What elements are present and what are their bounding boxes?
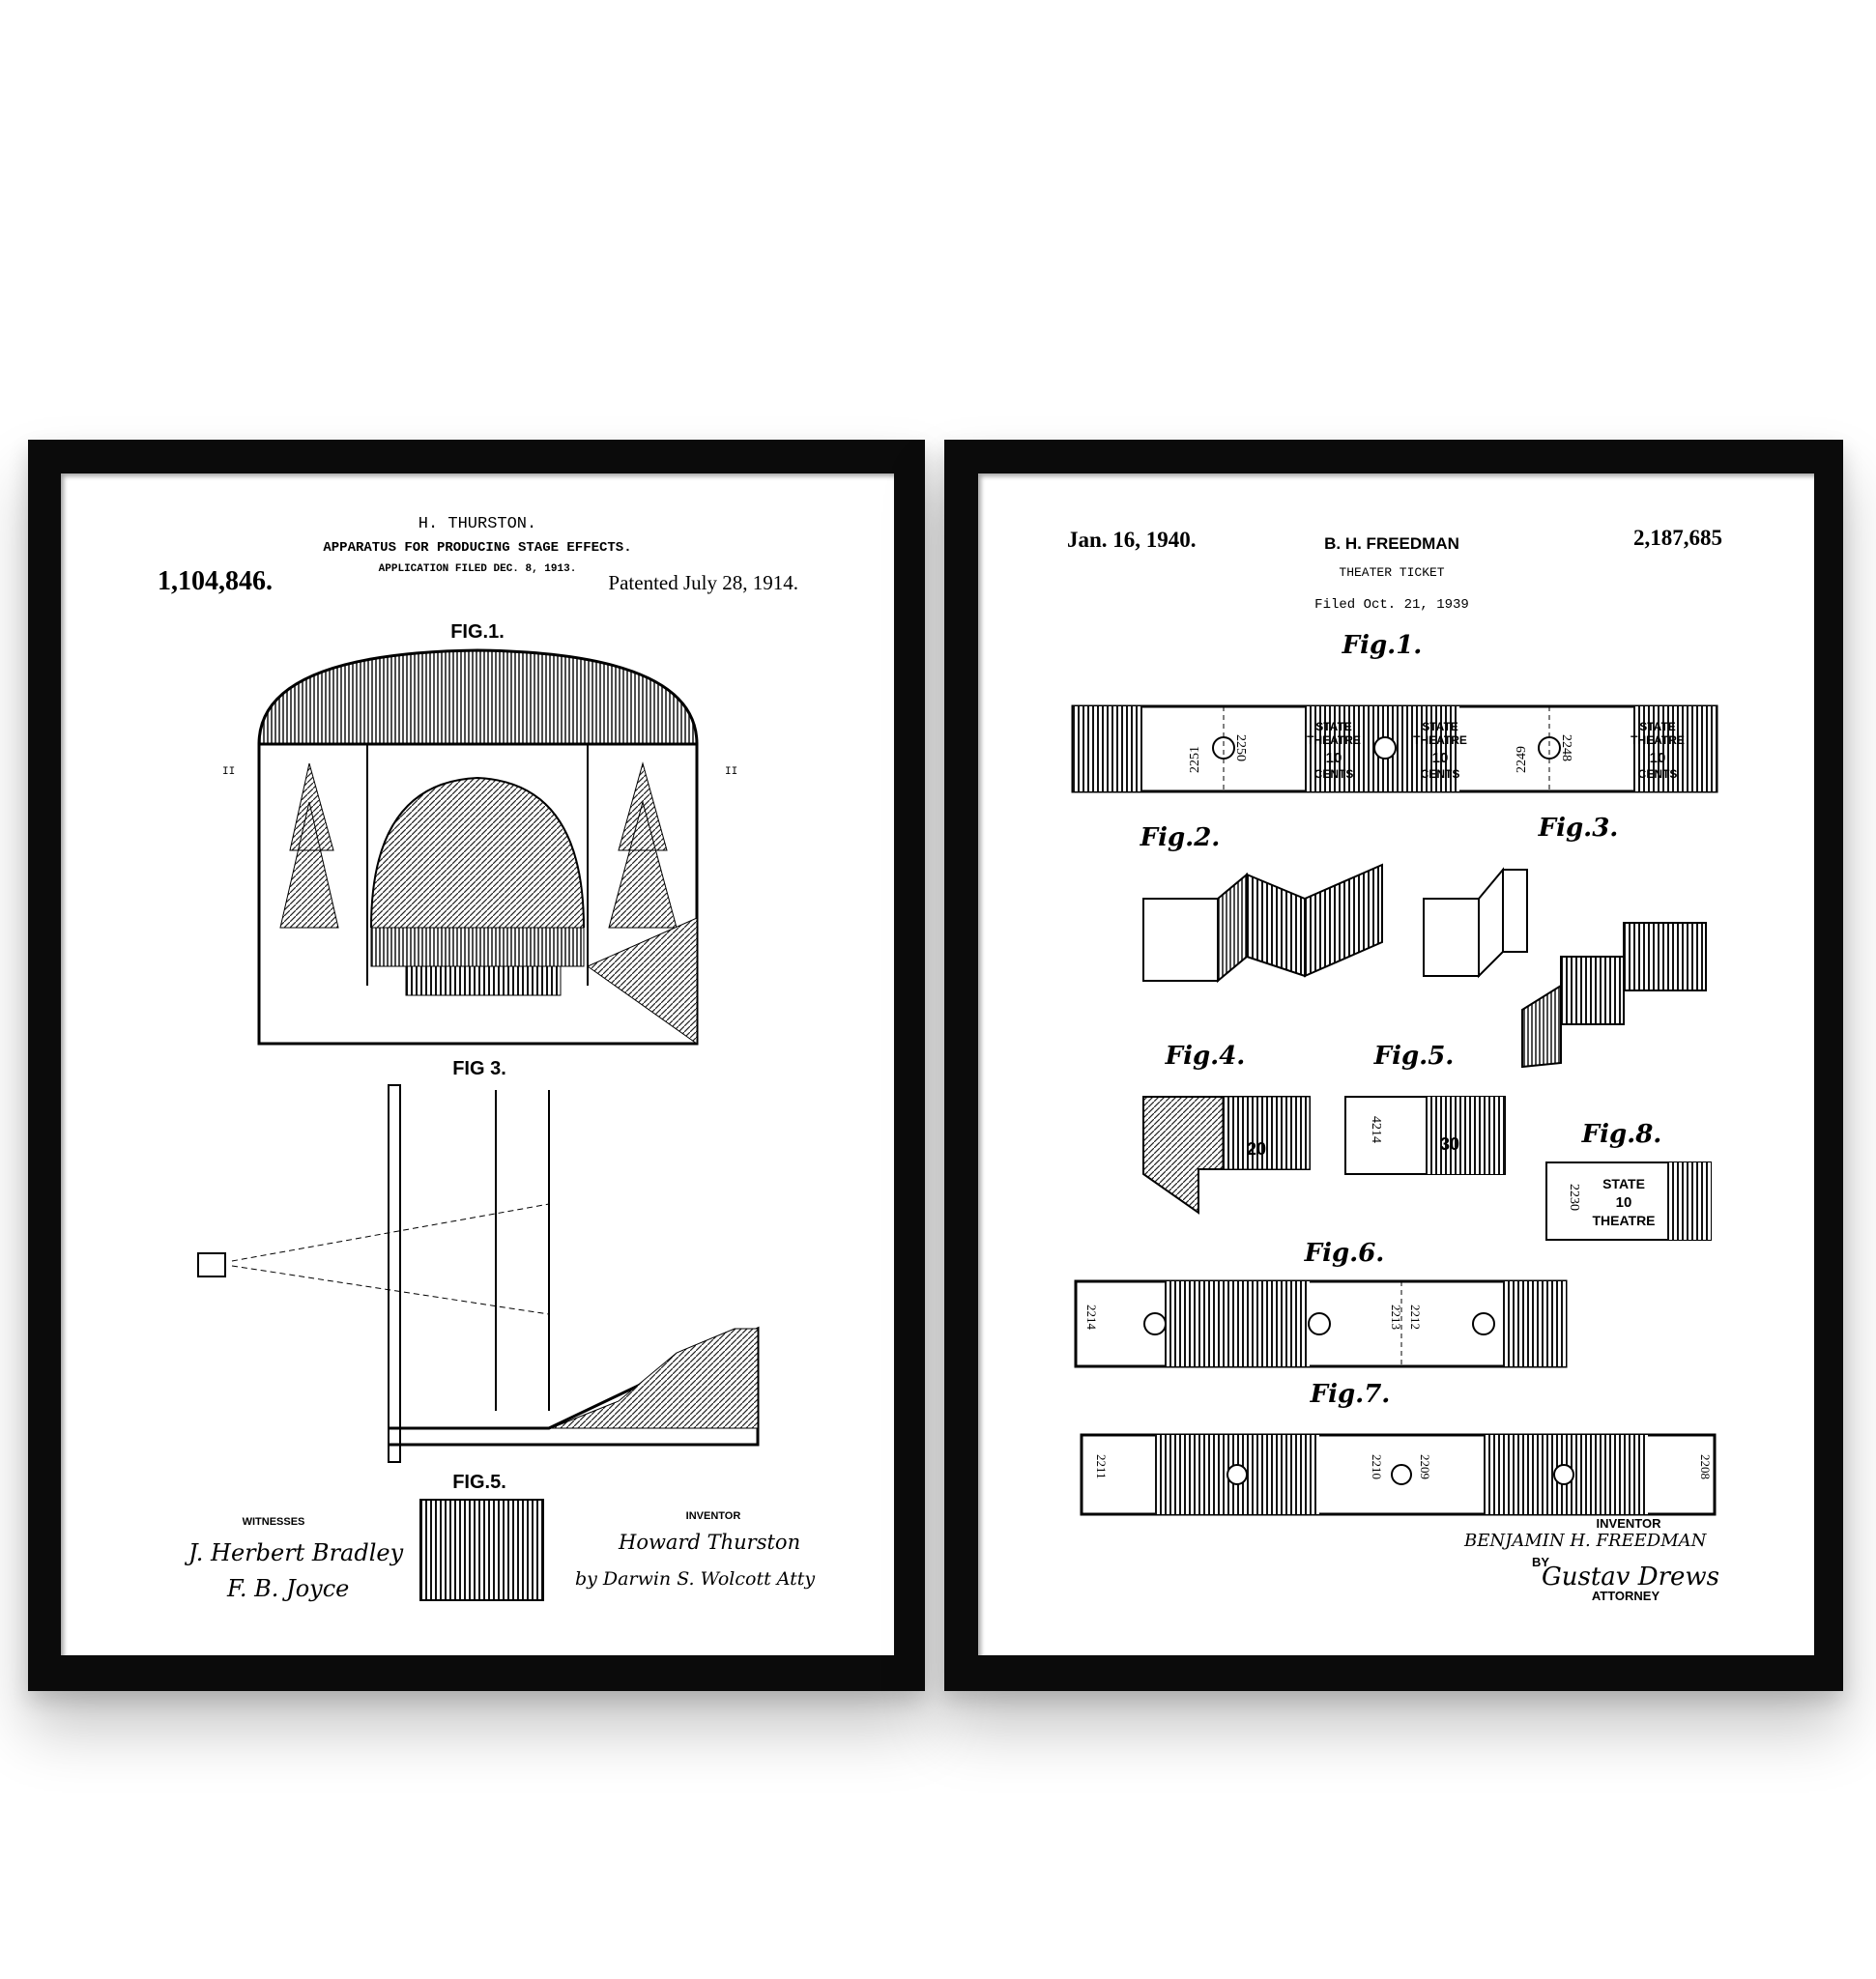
strip6-number: 2213 — [1389, 1305, 1403, 1330]
ticket-price: 10 — [1326, 750, 1342, 766]
strip1-number: 2248 — [1559, 734, 1573, 761]
left-application: APPLICATION FILED DEC. 8, 1913. — [379, 563, 577, 575]
witness-signature-1: J. Herbert Bradley — [184, 1539, 404, 1566]
ticket-state: STATE — [1422, 720, 1458, 733]
left-title: APPARATUS FOR PRODUCING STAGE EFFECTS. — [323, 540, 631, 556]
fig4-ticket: 20 — [1142, 1096, 1311, 1215]
fig1-ticket-strip: 2251 2250 2249 2248 STATE THEATRE 10 CEN… — [1071, 704, 1718, 793]
ticket-price: 10 — [1432, 750, 1449, 766]
fig8-number: 2230 — [1567, 1184, 1581, 1211]
attorney-label: ATTORNEY — [1592, 1589, 1660, 1603]
inventor-signature: Howard Thurston — [618, 1531, 800, 1554]
fig3-side-drawing — [197, 1084, 760, 1463]
strip1-number: 2251 — [1188, 746, 1202, 773]
left-fig3-label: FIG 3. — [452, 1058, 506, 1079]
left-patent-number: 1,104,846. — [158, 566, 273, 596]
right-fig1-label: Fig.1. — [1342, 631, 1423, 660]
section-marker-left: II — [222, 766, 235, 778]
fig5-price: 30 — [1440, 1134, 1459, 1154]
ticket-state: STATE — [1315, 720, 1352, 733]
fig3-folded-tickets — [1423, 867, 1707, 1069]
ticket-cents: CENTS — [1314, 767, 1354, 781]
attorney-signature: Gustav Drews — [1542, 1563, 1719, 1592]
fig5-plate-drawing — [419, 1499, 544, 1601]
left-inventor-label: INVENTOR — [686, 1510, 741, 1522]
ticket-cents: CENTS — [1421, 767, 1460, 781]
strip7-number: 2209 — [1418, 1454, 1432, 1479]
fig4-price: 20 — [1247, 1139, 1266, 1159]
ticket-cents: CENTS — [1638, 767, 1678, 781]
ticket-theatre: THEATRE — [1631, 733, 1685, 747]
right-fig2-label: Fig.2. — [1140, 823, 1221, 852]
right-date: Jan. 16, 1940. — [1067, 528, 1197, 552]
left-fig5-label: FIG.5. — [452, 1472, 506, 1493]
ticket-theatre: THEATRE — [1307, 733, 1361, 747]
fig7-ticket-strip: 2211 2210 2209 2208 — [1080, 1433, 1717, 1516]
ticket-state: STATE — [1639, 720, 1676, 733]
right-fig8-label: Fig.8. — [1581, 1120, 1662, 1149]
witnesses-label: WITNESSES — [243, 1516, 305, 1528]
witness-signature-2: F. B. Joyce — [226, 1575, 349, 1602]
fig8-state: STATE — [1602, 1176, 1645, 1191]
ticket-theatre: THEATRE — [1413, 733, 1467, 747]
strip1-number: 2249 — [1515, 746, 1529, 773]
fig5-ticket: 4214 30 — [1344, 1096, 1506, 1175]
fig8-theatre: THEATRE — [1592, 1213, 1655, 1228]
right-fig6-label: Fig.6. — [1304, 1239, 1385, 1268]
by-label: BY — [1532, 1555, 1549, 1569]
section-marker-right: II — [725, 766, 737, 778]
fig8-price: 10 — [1616, 1194, 1632, 1211]
strip7-number: 2210 — [1370, 1454, 1384, 1479]
left-inventor: H. THURSTON. — [418, 515, 536, 533]
right-title: THEATER TICKET — [1339, 565, 1444, 580]
fig5-number: 4214 — [1369, 1116, 1383, 1143]
fig8-ticket: 2230 STATE 10 THEATRE — [1545, 1162, 1712, 1241]
strip6-number: 2214 — [1084, 1305, 1099, 1331]
right-inventor-label: INVENTOR — [1597, 1516, 1662, 1531]
strip1-number: 2250 — [1233, 734, 1248, 761]
right-fig4-label: Fig.4. — [1165, 1042, 1246, 1071]
right-signatures: INVENTOR BENJAMIN H. FREEDMAN BY Gustav … — [1463, 1516, 1719, 1603]
right-filed: Filed Oct. 21, 1939 — [1314, 597, 1469, 613]
ticket-price: 10 — [1650, 750, 1666, 766]
fig2-folded-tickets — [1142, 863, 1383, 984]
left-signatures: WITNESSES J. Herbert Bradley F. B. Joyce… — [184, 1510, 815, 1602]
left-fig1-label: FIG.1. — [450, 621, 505, 643]
right-fig5-label: Fig.5. — [1373, 1042, 1455, 1071]
right-fig7-label: Fig.7. — [1310, 1380, 1391, 1409]
right-inventor: B. H. FREEDMAN — [1324, 534, 1459, 553]
inventor-signature: BENJAMIN H. FREEDMAN — [1463, 1531, 1708, 1551]
left-header: H. THURSTON. APPARATUS FOR PRODUCING STA… — [158, 515, 798, 596]
right-patent-number: 2,187,685 — [1633, 526, 1722, 550]
right-fig3-label: Fig.3. — [1538, 814, 1619, 843]
right-header: Jan. 16, 1940. B. H. FREEDMAN THEATER TI… — [1067, 526, 1722, 613]
strip7-number: 2211 — [1094, 1454, 1109, 1479]
fig1-stage-drawing: II II — [222, 648, 737, 1046]
left-patented-date: Patented July 28, 1914. — [608, 571, 798, 594]
strip7-number: 2208 — [1698, 1454, 1713, 1479]
strip6-number: 2212 — [1408, 1305, 1423, 1330]
fig6-ticket-strip: 2214 2213 2212 — [1074, 1279, 1568, 1368]
attorney-signature: by Darwin S. Wolcott Atty — [575, 1568, 815, 1590]
